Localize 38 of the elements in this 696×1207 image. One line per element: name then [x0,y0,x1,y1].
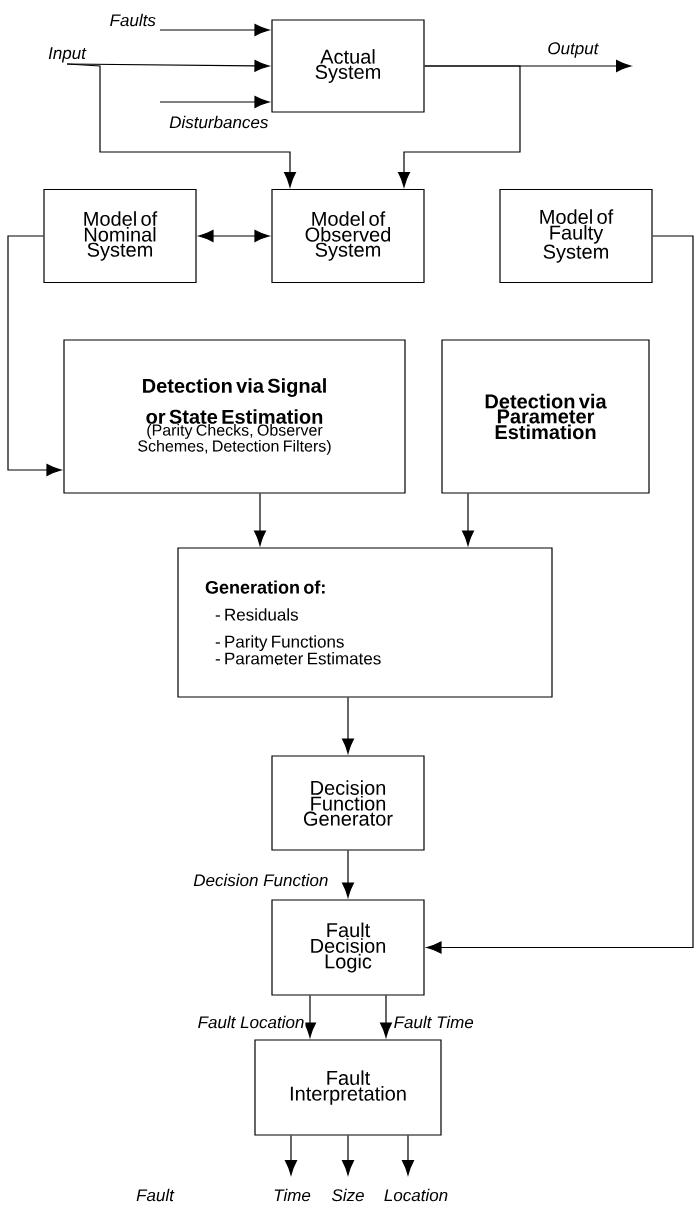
edge-label: Output [546,41,600,59]
arrow [341,1135,355,1176]
process-box: Actual System [271,19,425,113]
edge-label: Disturbances [168,114,270,130]
edge-label: Fault Time [392,1014,475,1030]
arrow [426,235,694,954]
edge-label: Size [330,1187,366,1203]
process-box: Model of Nominal System [43,188,197,284]
arrow [341,697,355,754]
arrow [397,65,521,188]
process-box: Detection via Signal or State Estimation (Parity Checks, Observer Schemes, Detection Filters) [63,339,406,494]
edge-label: Decision Function [192,872,330,888]
process-box: Fault Interpretation [254,1039,442,1136]
arrow [159,95,270,109]
arrow [198,229,270,243]
edge-label: Faults [108,12,157,28]
output-label: Fault [136,1188,175,1202]
arrow [159,23,270,37]
edge-label: Location [382,1187,450,1203]
process-box: Detection via Parameter Estimation [441,339,650,494]
process-box: Decision Function Generator [271,755,425,851]
arrow [461,493,475,546]
arrow [401,1135,415,1176]
arrow [7,235,62,477]
input-label: Input [48,47,87,63]
arrow [341,850,355,898]
edge-label: Fault Location [196,1014,306,1030]
process-box: Generation of: - Residuals - Parity Functions - Parameter Estimates [177,547,553,698]
arrow [66,59,270,72]
arrow [379,995,393,1038]
process-box: Fault Decision Logic [271,899,425,996]
process-box: Model of Faulty System [499,188,653,284]
edge-label: Time [272,1187,312,1203]
arrow [66,63,297,188]
arrow [253,493,267,546]
arrow [303,995,317,1038]
process-box: Model of Observed System [271,188,425,284]
arrow [284,1135,298,1176]
